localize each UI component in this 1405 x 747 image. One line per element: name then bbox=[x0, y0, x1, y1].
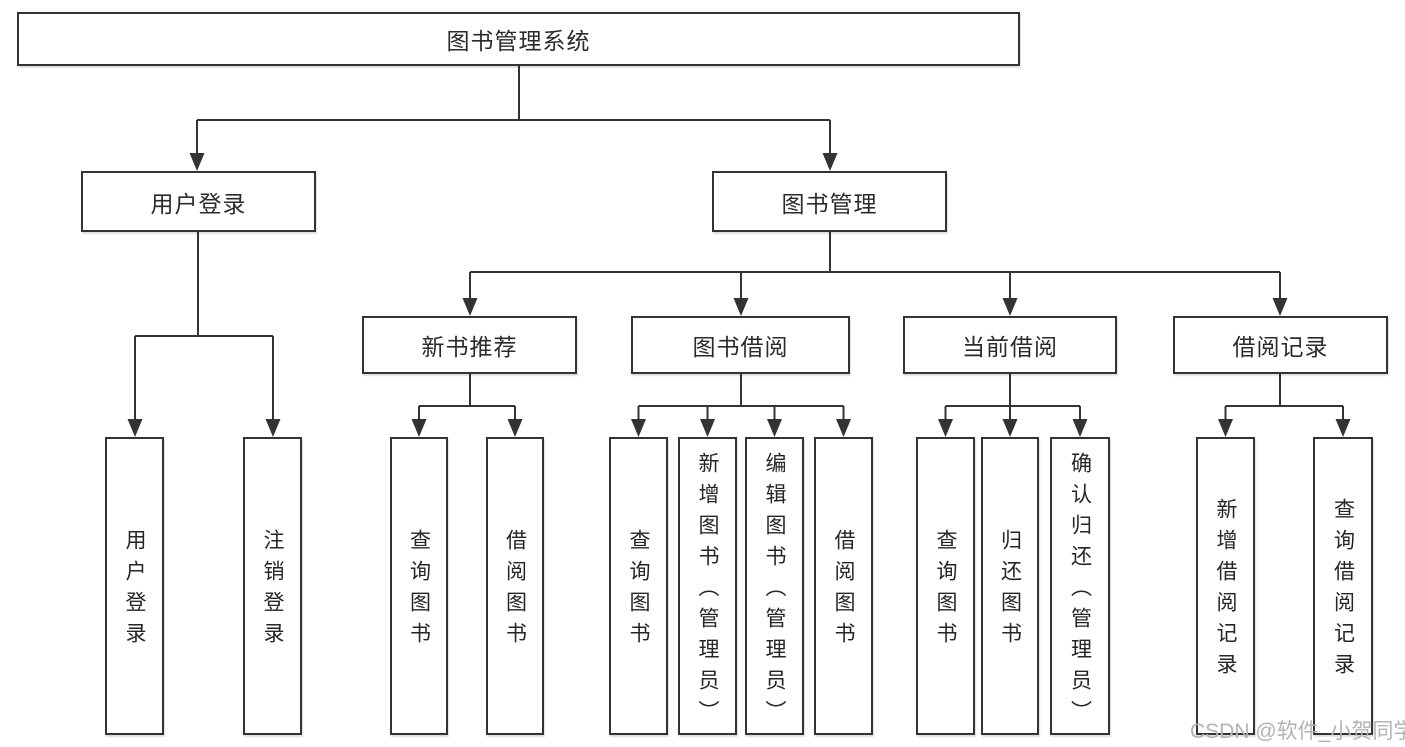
arrowhead bbox=[1272, 298, 1288, 316]
node-borrow-records-label: 借阅记录 bbox=[1232, 334, 1329, 360]
arrowhead bbox=[836, 419, 851, 437]
node-book-borrow: 图书借阅 bbox=[631, 316, 850, 374]
leaf-user-login: 用户登录 bbox=[105, 437, 164, 735]
node-current-borrow-label: 当前借阅 bbox=[962, 334, 1058, 360]
arrowhead bbox=[1002, 419, 1018, 437]
leaf-return-book: 归还图书 bbox=[981, 437, 1039, 735]
arrowhead bbox=[1335, 419, 1351, 437]
arrowhead bbox=[1218, 419, 1233, 437]
leaf-borrow-books-recommend: 借阅图书 bbox=[486, 437, 544, 735]
node-user-login: 用户登录 bbox=[81, 171, 316, 232]
leaf-query-books-current: 查询图书 bbox=[916, 437, 975, 735]
leaf-query-borrow-record: 查询借阅记录 bbox=[1313, 437, 1373, 735]
node-current-borrow: 当前借阅 bbox=[903, 316, 1117, 374]
node-book-management: 图书管理 bbox=[712, 171, 947, 232]
arrowhead bbox=[1072, 419, 1088, 437]
arrowhead bbox=[938, 419, 953, 437]
node-user-login-label: 用户登录 bbox=[150, 190, 247, 217]
node-book-management-label: 图书管理 bbox=[781, 190, 878, 217]
arrowhead bbox=[265, 419, 281, 437]
leaf-query-books-recommend: 查询图书 bbox=[390, 437, 448, 735]
node-new-book-recommend-label: 新书推荐 bbox=[421, 334, 518, 360]
leaf-edit-book-admin: 编辑图书（管理员） bbox=[745, 437, 804, 735]
leaf-label: 借阅图书 bbox=[503, 529, 527, 653]
node-new-book-recommend: 新书推荐 bbox=[362, 316, 577, 374]
leaf-label: 查询借阅记录 bbox=[1331, 498, 1355, 684]
leaf-label: 新增借阅记录 bbox=[1214, 498, 1237, 684]
arrowhead bbox=[822, 153, 838, 171]
arrowhead bbox=[127, 419, 143, 437]
leaf-label: 查询图书 bbox=[407, 529, 431, 653]
leaf-borrow-books: 借阅图书 bbox=[814, 437, 873, 735]
leaf-label: 确认归还（管理员） bbox=[1068, 451, 1092, 731]
arrowhead bbox=[733, 298, 749, 316]
arrowhead bbox=[767, 419, 782, 437]
leaf-confirm-return-admin: 确认归还（管理员） bbox=[1050, 437, 1110, 735]
leaf-query-books-borrow: 查询图书 bbox=[609, 437, 668, 735]
arrowhead bbox=[189, 153, 205, 171]
leaf-logout-label: 注销登录 bbox=[261, 529, 284, 653]
leaf-add-borrow-record: 新增借阅记录 bbox=[1196, 437, 1255, 735]
arrowhead bbox=[462, 298, 478, 316]
arrowhead bbox=[411, 419, 427, 437]
node-root-label: 图书管理系统 bbox=[446, 28, 591, 54]
leaf-add-book-admin: 新增图书（管理员） bbox=[678, 437, 737, 735]
leaf-label: 借阅图书 bbox=[832, 529, 855, 653]
node-book-borrow-label: 图书借阅 bbox=[692, 334, 789, 360]
node-root: 图书管理系统 bbox=[17, 12, 1020, 66]
leaf-label: 新增图书（管理员） bbox=[696, 451, 719, 731]
leaf-label: 归还图书 bbox=[998, 529, 1022, 653]
arrowhead bbox=[700, 419, 715, 437]
connector-group2-to-leaves bbox=[637, 374, 845, 421]
connector-group1-to-leaves bbox=[418, 374, 516, 421]
node-borrow-records: 借阅记录 bbox=[1173, 316, 1388, 374]
leaf-user-login-label: 用户登录 bbox=[123, 529, 146, 653]
watermark: CSDN @软件_小贺同学 bbox=[1190, 720, 1405, 743]
connector-group4-to-leaves bbox=[1224, 374, 1344, 421]
leaf-logout: 注销登录 bbox=[243, 437, 302, 735]
connector-root-to-level2 bbox=[196, 66, 831, 421]
connector-userlogin-to-leaves bbox=[134, 232, 274, 421]
leaf-label: 查询图书 bbox=[627, 529, 650, 653]
leaf-label: 编辑图书（管理员） bbox=[763, 451, 786, 731]
connector-bookmgmt-to-groups bbox=[469, 232, 1281, 301]
connector-group3-to-leaves bbox=[944, 374, 1081, 421]
leaf-label: 查询图书 bbox=[934, 529, 957, 653]
arrowhead bbox=[507, 419, 523, 437]
arrowhead bbox=[631, 419, 646, 437]
arrowhead bbox=[1002, 298, 1018, 316]
